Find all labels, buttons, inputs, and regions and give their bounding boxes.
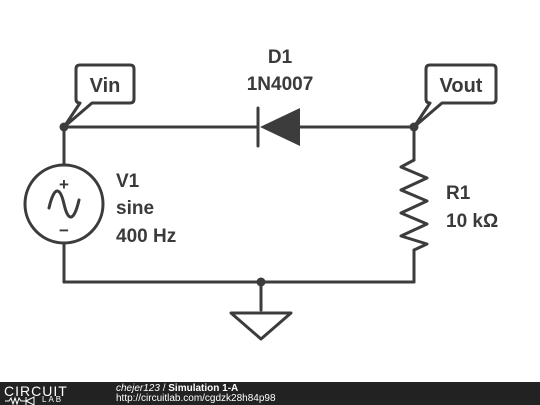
circuit-diagram: D1 1N4007 + − V1 sine 400 Hz R1 10 kΩ Vi… [23, 47, 498, 341]
footer-url[interactable]: http://circuitlab.com/cgdzk28h84p98 [116, 393, 276, 404]
source-frequency-label: 400 Hz [116, 226, 176, 247]
vout-label-text: Vout [440, 75, 483, 97]
author-link[interactable]: chejer123 [116, 383, 160, 394]
footer-title-line: chejer123 / Simulation 1-A [116, 383, 238, 394]
source-plus-sign: + [59, 175, 69, 194]
footer-bar: CIRCUIT LAB chejer123 / Simulation 1-A h… [0, 382, 540, 405]
resistor-name-label: R1 [446, 183, 471, 204]
source-minus-sign: − [59, 221, 69, 240]
diode-icon[interactable] [256, 106, 300, 148]
logo-bottom-text: LAB [42, 395, 64, 404]
node-ground [256, 277, 266, 287]
source-type-label: sine [116, 198, 154, 219]
vout-net-label[interactable]: Vout [412, 63, 498, 129]
resistor-value-label: 10 kΩ [446, 211, 498, 232]
vin-label-text: Vin [90, 75, 121, 97]
logo-waveform-icon [5, 396, 35, 405]
vin-net-label[interactable]: Vin [62, 63, 136, 129]
ac-voltage-source-icon[interactable] [23, 163, 105, 245]
circuitlab-logo[interactable]: CIRCUIT LAB [4, 383, 96, 405]
logo-top-text: CIRCUIT [4, 383, 68, 399]
circuit-title[interactable]: Simulation 1-A [168, 383, 239, 394]
resistor-icon[interactable] [399, 158, 429, 252]
diode-part-label: 1N4007 [247, 74, 314, 95]
ground-icon [229, 311, 293, 341]
diode-name-label: D1 [268, 47, 293, 68]
source-name-label: V1 [116, 171, 140, 192]
